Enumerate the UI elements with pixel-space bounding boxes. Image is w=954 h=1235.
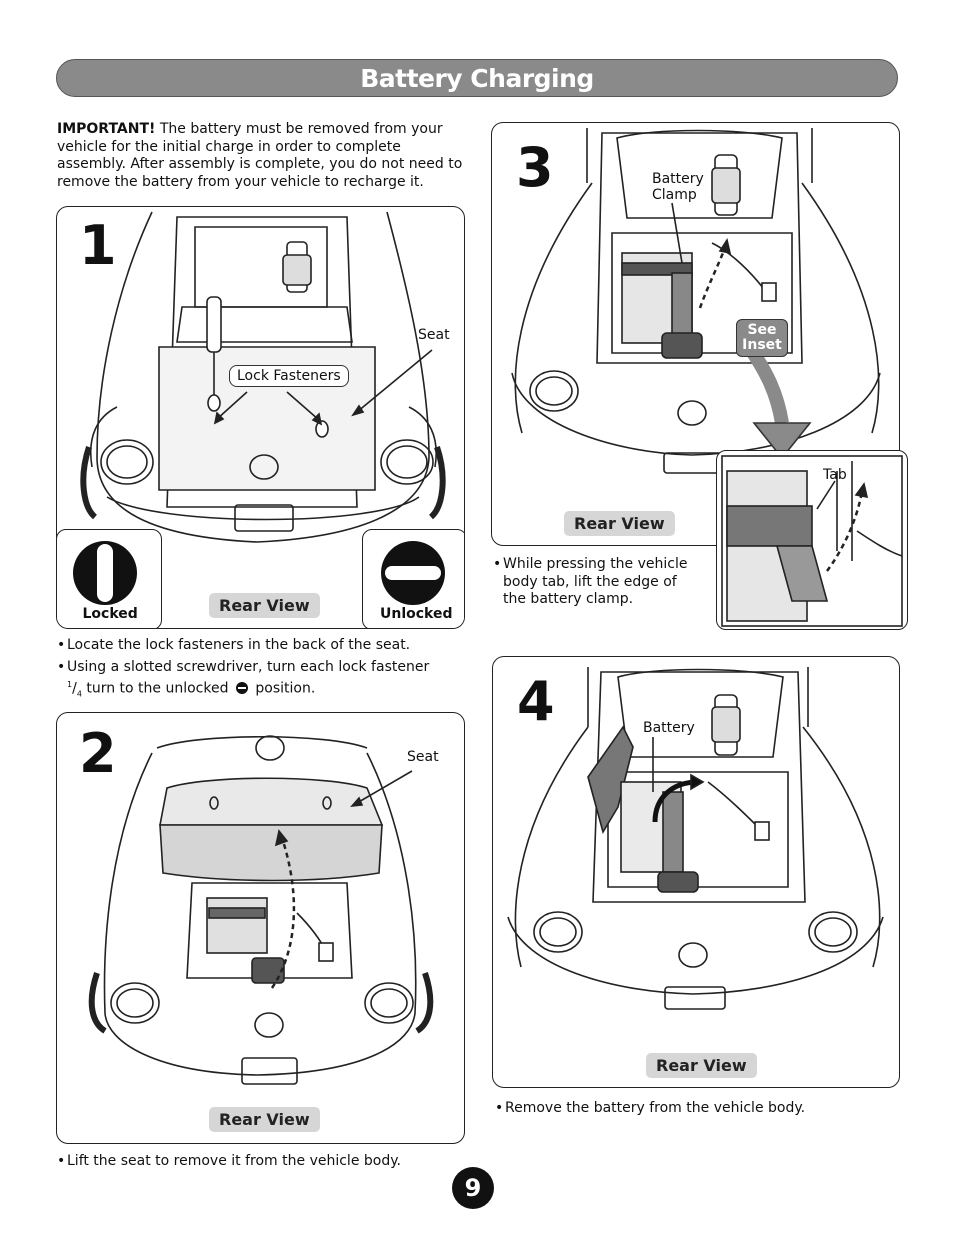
unlocked-icon [381, 541, 445, 605]
step1-number: 1 [79, 214, 117, 277]
step2-instructions: Lift the seat to remove it from the vehi… [57, 1153, 467, 1175]
step4-bullet-1: Remove the battery from the vehicle body… [495, 1100, 895, 1118]
important-label: IMPORTANT! [57, 121, 156, 137]
step1-instructions: Locate the lock fasteners in the back of… [57, 637, 467, 707]
step1-bullet-2: Using a slotted screwdriver, turn each l… [57, 659, 467, 703]
step2-number: 2 [79, 722, 117, 785]
step1-bullet-1: Locate the lock fasteners in the back of… [57, 637, 467, 655]
step3-illustration [511, 128, 881, 474]
step4-panel: 4 Battery Rear View [492, 656, 900, 1088]
step1-rear-view: Rear View [209, 593, 320, 618]
step3-rear-view: Rear View [564, 511, 675, 536]
unlocked-indicator-box: Unlocked [362, 529, 464, 628]
step3-number: 3 [516, 136, 554, 199]
step3-instructions: While pressing the vehicle body tab, lif… [493, 556, 703, 613]
locked-indicator-box: Locked [57, 529, 162, 628]
locked-label: Locked [82, 606, 138, 622]
page-number: 9 [452, 1167, 494, 1209]
step4-rear-view: Rear View [646, 1053, 757, 1078]
step2-rear-view: Rear View [209, 1107, 320, 1132]
step4-illustration [507, 667, 884, 1010]
intro-text: The battery must be removed from your ve… [57, 121, 463, 190]
step3-inset: Tab [716, 450, 908, 630]
step4-battery-label: Battery [643, 720, 695, 736]
step3-bullet-1: While pressing the vehicle body tab, lif… [493, 556, 703, 609]
locked-icon [72, 541, 137, 605]
lock-fasteners-label: Lock Fasteners [229, 365, 349, 387]
section-header: Battery Charging [56, 59, 898, 97]
step2-seat-label: Seat [407, 749, 439, 765]
unlocked-inline-icon [235, 681, 248, 694]
unlocked-label: Unlocked [380, 606, 453, 622]
step2-bullet-1: Lift the seat to remove it from the vehi… [57, 1153, 467, 1171]
step4-number: 4 [517, 670, 555, 733]
tab-label: Tab [823, 467, 847, 483]
intro-paragraph: IMPORTANT! The battery must be removed f… [57, 121, 467, 191]
step1-seat-label: Seat [418, 327, 450, 343]
page-title: Battery Charging [360, 64, 594, 93]
step2-illustration [88, 735, 434, 1085]
step1-panel: 1 Seat Lock Fasteners Locked Unlocked Re… [56, 206, 465, 629]
step2-panel: 2 Seat Rear View [56, 712, 465, 1144]
step4-instructions: Remove the battery from the vehicle body… [495, 1100, 895, 1122]
inset-illustration [721, 455, 903, 627]
